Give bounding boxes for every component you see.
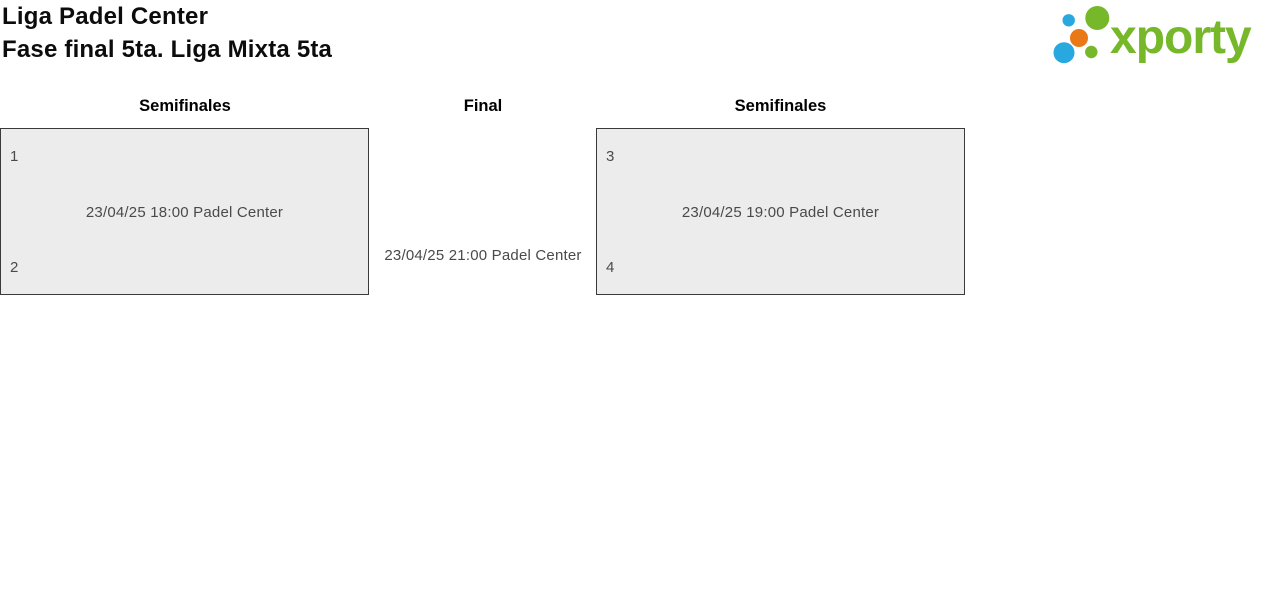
logo-wordmark: xporty xyxy=(1110,11,1252,64)
tournament-name: Liga Padel Center xyxy=(2,3,209,30)
seed-number: 3 xyxy=(606,148,615,165)
match-card-semifinal-2[interactable]: 3 23/04/25 19:00 Padel Center 4 xyxy=(596,128,965,295)
logo-circle-green-small xyxy=(1085,45,1098,59)
logo-circle-blue-small xyxy=(1062,14,1075,27)
logo-circle-blue-large xyxy=(1053,42,1075,64)
xporty-logo[interactable]: xporty xyxy=(1050,0,1280,70)
match-info-final: 23/04/25 21:00 Padel Center xyxy=(384,247,582,264)
logo-circle-orange xyxy=(1070,29,1088,47)
seed-number: 2 xyxy=(10,259,19,276)
round-label-final: Final xyxy=(463,97,503,115)
match-info: 23/04/25 19:00 Padel Center xyxy=(681,204,880,221)
logo-circles-icon xyxy=(1053,6,1110,64)
seed-number: 4 xyxy=(606,259,615,276)
match-card-semifinal-1[interactable]: 1 23/04/25 18:00 Padel Center 2 xyxy=(0,128,369,295)
seed-number: 1 xyxy=(10,148,19,165)
logo-circle-green-large xyxy=(1085,6,1110,30)
round-label-semifinals-right: Semifinales xyxy=(734,97,827,115)
phase-name: Fase final 5ta. Liga Mixta 5ta xyxy=(2,36,333,63)
round-label-semifinals-left: Semifinales xyxy=(139,97,231,115)
page-title: Liga Padel Center Fase final 5ta. Liga M… xyxy=(2,0,332,66)
match-info: 23/04/25 18:00 Padel Center xyxy=(85,204,284,221)
